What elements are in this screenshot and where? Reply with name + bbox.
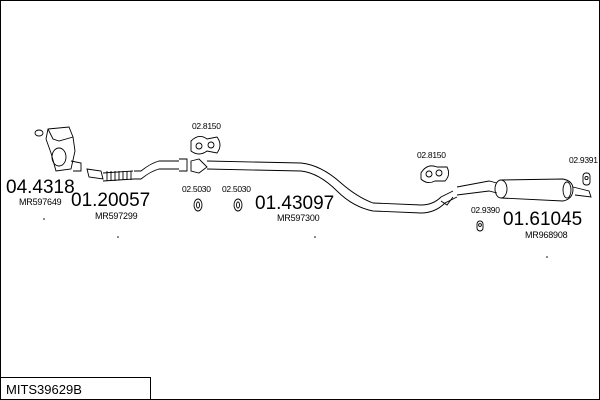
rubber-small-drawing	[476, 220, 484, 232]
catalyst-drawing	[34, 126, 82, 172]
rubber-rear-drawing	[582, 172, 591, 186]
front-pipe-part-number: 01.20057	[71, 190, 151, 211]
kit-code: MITS39629B	[6, 382, 82, 397]
rubber-rear-label: 02.9391	[569, 155, 598, 165]
kit-code-box: MITS39629B	[1, 377, 151, 399]
hanger-front-label: 02.8150	[192, 121, 221, 131]
clamp-b-drawing	[233, 198, 243, 212]
middle-pipe-drawing	[190, 158, 458, 214]
middle-pipe-ref: MR597300	[277, 213, 320, 223]
rear-silencer-ref: MR968908	[525, 230, 568, 240]
rear-silencer-part-number: 01.61045	[503, 209, 583, 230]
clamp-a-drawing	[193, 198, 203, 212]
middle-pipe-part-number: 01.43097	[255, 193, 335, 214]
clamp-b-label: 02.5030	[222, 184, 251, 194]
front-pipe-ref: MR597299	[95, 211, 138, 221]
hanger-front-drawing	[190, 136, 221, 155]
catalyst-ref: MR597649	[19, 197, 62, 207]
front-pipe-drawing	[86, 158, 188, 182]
clamp-a-label: 02.5030	[182, 184, 211, 194]
catalyst-part-number: 04.4318	[6, 177, 75, 198]
rear-silencer-drawing	[456, 178, 592, 202]
rubber-small-label: 02.9390	[471, 205, 500, 215]
hanger-rear-label: 02.8150	[417, 150, 446, 160]
hanger-rear-drawing	[420, 165, 450, 184]
